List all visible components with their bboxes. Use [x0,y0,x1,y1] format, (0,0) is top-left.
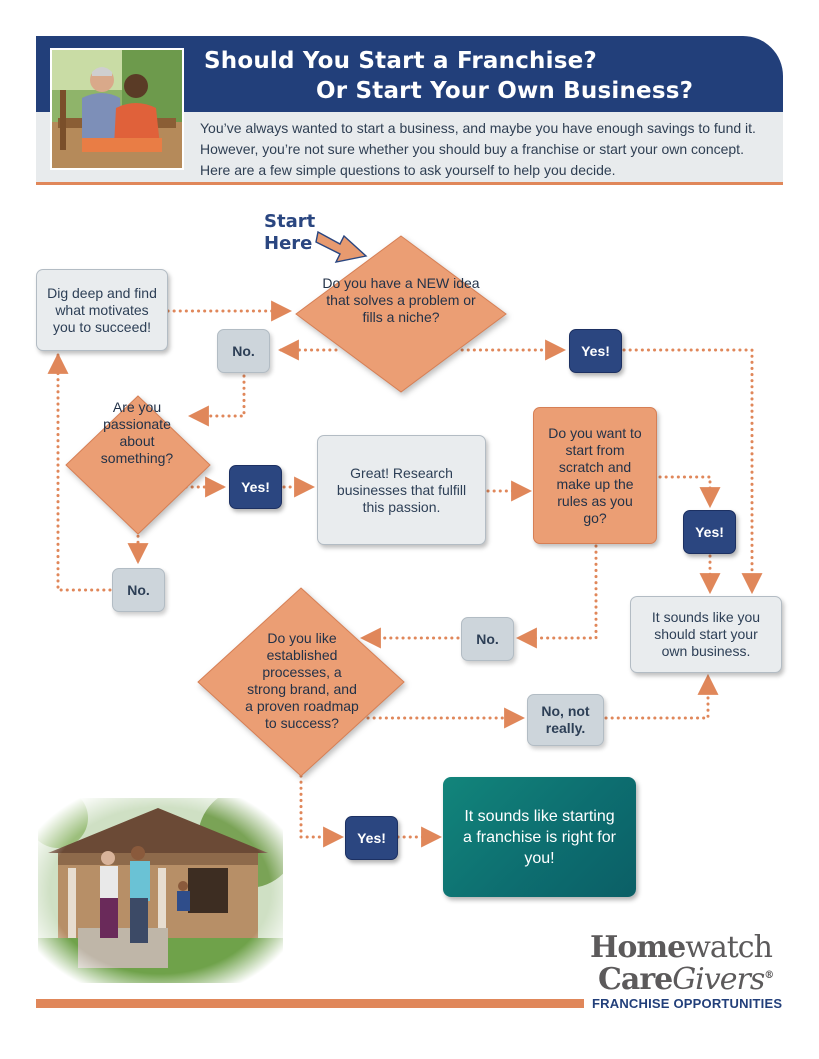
no-badge-3: No. [112,568,165,612]
caregiver-house-photo [38,798,283,983]
yes-badge-1: Yes! [569,329,622,373]
research-box: Great! Research businesses that fulfill … [317,435,486,545]
dig-deep-box: Dig deep and find what motivates you to … [36,269,168,351]
yes-badge-3: Yes! [683,510,736,554]
question-passionate: Are you passionate about something? [100,399,174,466]
diamond-new-idea [295,235,507,393]
franchise-result-box: It sounds like starting a franchise is r… [443,777,636,897]
no-not-really-badge: No, not really. [527,694,604,746]
start-label-line-2: Here [264,233,313,254]
couple-on-porch-swing-photo [50,48,184,170]
start-here-label: Start Here [264,211,315,255]
no-badge-1: No. [217,329,270,373]
footer-rule [36,999,584,1008]
logo-care: Care [598,962,673,997]
diamond-passionate [65,395,211,535]
logo-home: Home [590,930,686,965]
page-title-line-1: Should You Start a Franchise? [204,48,597,74]
question-established: Do you like established processes, a str… [245,630,359,731]
page-title-line-2: Or Start Your Own Business? [316,78,694,104]
no-badge-2: No. [461,617,514,661]
logo-watch: watch [685,930,773,965]
logo-givers: Givers [672,962,765,997]
header-rule [36,182,783,185]
from-scratch-question-box: Do you want to start from scratch and ma… [533,407,657,544]
intro-paragraph: You’ve always wanted to start a business… [200,120,756,178]
yes-badge-2: Yes! [229,465,282,509]
registered-mark: ® [764,970,774,981]
question-new-idea: Do you have a NEW idea that solves a pro… [322,275,480,325]
logo-tagline: FRANCHISE OPPORTUNITIES [592,996,783,1011]
start-label-line-1: Start [264,211,316,232]
own-business-result-box: It sounds like you should start your own… [630,596,782,673]
logo-line-1: Homewatch [590,930,773,965]
diamond-established [197,587,405,777]
start-arrow-icon [315,230,368,263]
logo-line-2: CareGivers® [598,962,774,997]
decision-diamonds [65,235,507,777]
yes-badge-4: Yes! [345,816,398,860]
